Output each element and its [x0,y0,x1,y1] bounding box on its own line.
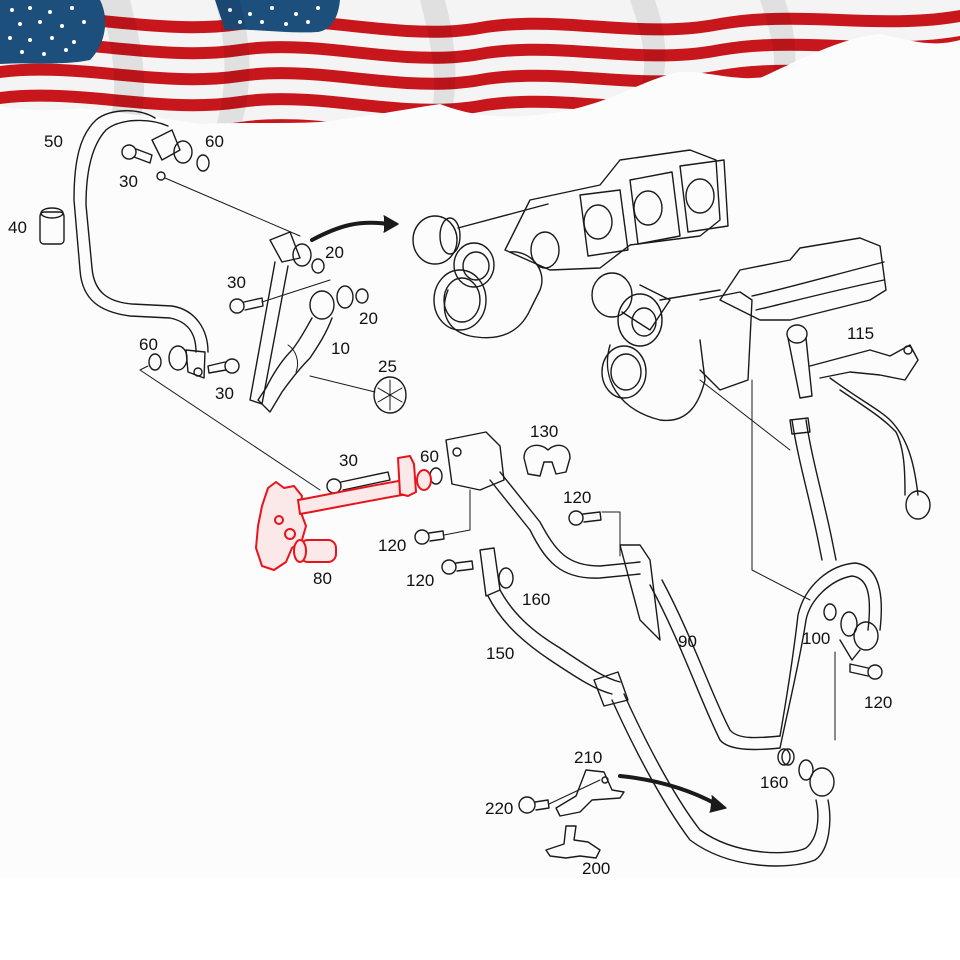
callout-120: 120 [563,488,592,507]
callout-160: 160 [522,590,551,609]
callout-130: 130 [530,422,559,441]
pipe-115 [786,324,931,561]
bracket-210 [555,769,625,817]
bolt-30-top [121,144,153,164]
pipe-90 [445,431,883,751]
manifold-right [719,237,887,321]
washer-160-lower [777,748,791,766]
callout-80: 80 [313,569,332,588]
manifold-left [504,149,729,271]
callout-10: 10 [331,339,350,358]
callout-50: 50 [44,132,63,151]
callout-60: 60 [205,132,224,151]
callout-30: 30 [339,451,358,470]
callout-30: 30 [119,172,138,191]
clip-40 [39,207,65,245]
pipe-150 [479,547,835,867]
callout-100: 100 [802,629,831,648]
clip-130 [523,444,571,477]
callout-150: 150 [486,644,515,663]
bolt-120-b [414,489,471,545]
callout-120: 120 [406,571,435,590]
part-25 [373,376,407,414]
callout-60: 60 [139,335,158,354]
bolt-120-c [441,559,474,575]
turbo-right [591,272,811,601]
callout-60: 60 [420,447,439,466]
pipe-50 [73,110,209,353]
callout-25: 25 [378,357,397,376]
callout-30: 30 [227,273,246,292]
callout-160: 160 [760,773,789,792]
bolt-220 [518,779,601,814]
callout-20: 20 [359,309,378,328]
blank-footer-area [0,878,960,960]
bolt-30-mid [229,279,331,314]
callout-120: 120 [378,536,407,555]
callout-40: 40 [8,218,27,237]
fitting-100 [823,603,883,741]
fitting-60-lower [139,345,321,491]
callout-115: 115 [847,324,875,343]
callout-210: 210 [574,748,603,767]
fitting-60-top [151,129,301,237]
callout-200: 200 [582,859,611,878]
callout-20: 20 [325,243,344,262]
part-80-highlighted [255,455,432,571]
pipe-10 [249,231,376,413]
callout-220: 220 [485,799,514,818]
us-flag-banner [0,0,960,124]
callout-120: 120 [864,693,893,712]
callout-90: 90 [678,632,697,651]
clip-200 [545,825,601,859]
callout-30: 30 [215,384,234,403]
turbo-left [412,203,549,339]
bolt-120-a [568,510,621,557]
